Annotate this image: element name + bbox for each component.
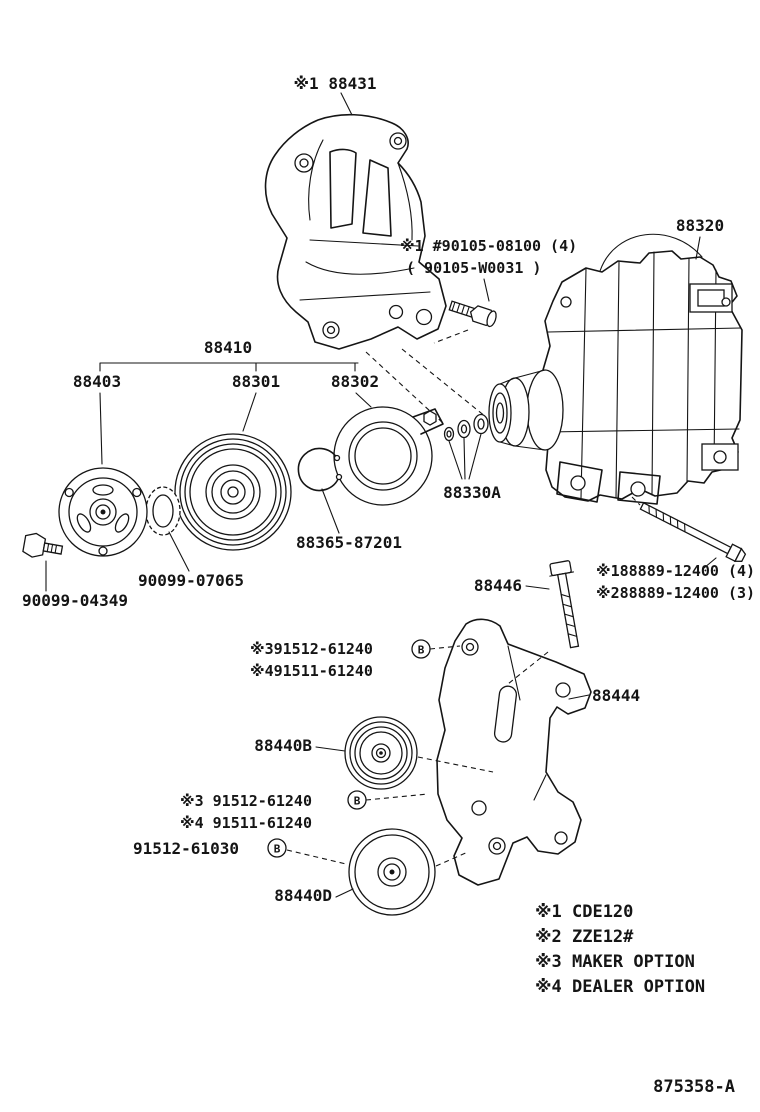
label-88440b: 88440B	[254, 736, 312, 755]
idler-pulley-88440d-drawing	[348, 828, 436, 916]
upper-bracket-88431-drawing	[264, 113, 447, 350]
hub-bolt-90099-04349-drawing	[22, 532, 64, 558]
b-marker-letter: B	[274, 843, 281, 856]
legend-note-4: ※4 DEALER OPTION	[535, 977, 705, 997]
lock-washer-90099-07065-drawing	[145, 486, 181, 536]
label-88302: 88302	[331, 372, 379, 391]
label-88444: 88444	[592, 686, 640, 705]
b-marker-3: B	[267, 838, 287, 858]
bracket-bolt-88446-drawing	[549, 560, 580, 649]
label-90105-line1: ※1 #90105-08100 (4)	[400, 237, 577, 255]
compressor-bolt-88889-drawing	[639, 502, 747, 563]
b-marker-icon	[411, 639, 431, 659]
part-labels: ※1 88431 ※1 #90105-08100 (4) ( 90105-W00…	[22, 74, 755, 905]
legend-note-3: ※3 MAKER OPTION	[535, 952, 695, 972]
legend-note-2: ※2 ZZE12#	[535, 927, 634, 947]
label-91512-a-line1: ※391512-61240	[250, 640, 373, 658]
label-88889-line1: ※188889-12400 (4)	[596, 562, 755, 580]
idler-pulley-88440b-drawing	[344, 716, 418, 790]
rotor-pulley-88301-drawing	[174, 433, 292, 551]
mount-bolt-90105-drawing	[448, 300, 497, 328]
b-marker-2: B	[347, 790, 367, 810]
lower-bracket-88444-drawing	[436, 618, 592, 886]
compressor-88320-drawing	[488, 233, 743, 505]
assembly-dashed-lines	[286, 329, 641, 867]
label-88889-line2: ※288889-12400 (3)	[596, 584, 755, 602]
label-91512-61030: 91512-61030	[133, 839, 239, 858]
label-88320: 88320	[676, 216, 724, 235]
label-88365: 88365-87201	[296, 533, 402, 552]
label-88301: 88301	[232, 372, 280, 391]
label-88403: 88403	[73, 372, 121, 391]
label-91512-b-line1: ※3 91512-61240	[180, 792, 312, 810]
label-88330a: 88330A	[443, 483, 501, 502]
label-90099-04349: 90099-04349	[22, 591, 128, 610]
b-marker-icon	[347, 790, 367, 810]
legend-note-1: ※1 CDE120	[535, 902, 633, 922]
figure-code: 875358-A	[653, 1077, 735, 1097]
b-marker-letter: B	[354, 795, 361, 808]
label-90105-line2: ( 90105-W0031 )	[406, 259, 541, 277]
label-88410: 88410	[204, 338, 252, 357]
label-91511-a-line2: ※491511-61240	[250, 662, 373, 680]
label-88431: ※1 88431	[294, 74, 377, 93]
stator-88302-drawing	[333, 406, 444, 506]
clutch-hub-88403-drawing	[58, 467, 148, 557]
washer-set-88330a-drawing	[443, 413, 489, 442]
label-90099-07065: 90099-07065	[138, 571, 244, 590]
snap-ring-88365-drawing	[297, 447, 343, 492]
leader-lines	[45, 92, 717, 898]
legend-notes: ※1 CDE120 ※2 ZZE12# ※3 MAKER OPTION ※4 D…	[535, 902, 705, 997]
b-marker-letter: B	[418, 644, 425, 657]
b-marker-1: B	[411, 639, 431, 659]
label-88446: 88446	[474, 576, 522, 595]
label-91511-b-line2: ※4 91511-61240	[180, 814, 312, 832]
b-marker-icon	[267, 838, 287, 858]
label-88440d: 88440D	[274, 886, 332, 905]
